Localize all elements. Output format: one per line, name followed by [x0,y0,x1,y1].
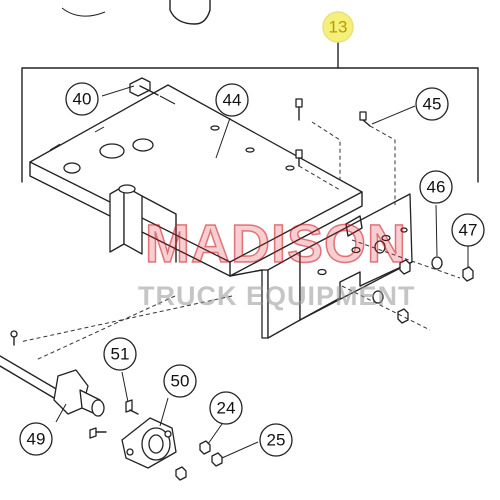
callout-24[interactable]: 24 [209,391,243,425]
callout-25[interactable]: 25 [259,423,293,457]
callout-47[interactable]: 47 [451,213,485,247]
callout-40-label: 40 [73,90,92,109]
callout-40[interactable]: 40 [65,82,99,116]
callout-49-label: 49 [27,430,46,449]
right-mount-plate [229,193,413,339]
callout-40-circle [65,82,99,116]
bolt-group [295,98,371,167]
callout-50[interactable]: 50 [163,364,197,398]
callout-44-circle [215,83,249,117]
callout-45-label: 45 [423,95,442,114]
guide-lines [19,121,461,361]
callout-24-label: 24 [217,399,236,418]
callout-51-circle [103,337,137,371]
callout-50-circle [163,364,197,398]
callout-13-circle [322,11,354,43]
leader-lines [55,85,469,459]
flange-bearing [121,399,187,481]
top-cropped-parts [61,0,211,25]
callout-51[interactable]: 51 [103,337,137,371]
callout-13-label: 13 [329,18,348,37]
callout-51-label: 51 [111,345,130,364]
watermark: MADISON TRUCK EQUIPMENT [138,213,416,311]
callout-46[interactable]: 46 [419,170,453,204]
callout-44[interactable]: 44 [215,83,249,117]
callout-45-circle [415,87,449,121]
assembly-bracket [21,37,479,183]
watermark-name: MADISON [145,214,407,274]
callout-45[interactable]: 45 [415,87,449,121]
left-channel [109,184,177,263]
callout-13[interactable]: 13 [322,11,354,43]
callout-24-circle [209,391,243,425]
callout-25-label: 25 [267,431,286,450]
shaft-hub [0,330,107,439]
pin-part [129,77,159,97]
callout-50-label: 50 [171,372,190,391]
callout-25-circle [259,423,293,457]
callout-47-circle [451,213,485,247]
callout-46-circle [419,170,453,204]
callout-47-label: 47 [459,221,478,240]
callout-49[interactable]: 49 [19,422,53,456]
watermark-subtitle: TRUCK EQUIPMENT [138,281,416,311]
callout-46-label: 46 [427,178,446,197]
callout-49-circle [19,422,53,456]
callout-44-label: 44 [223,91,242,110]
small-hardware [199,440,223,467]
washer-nut-group [372,240,474,324]
